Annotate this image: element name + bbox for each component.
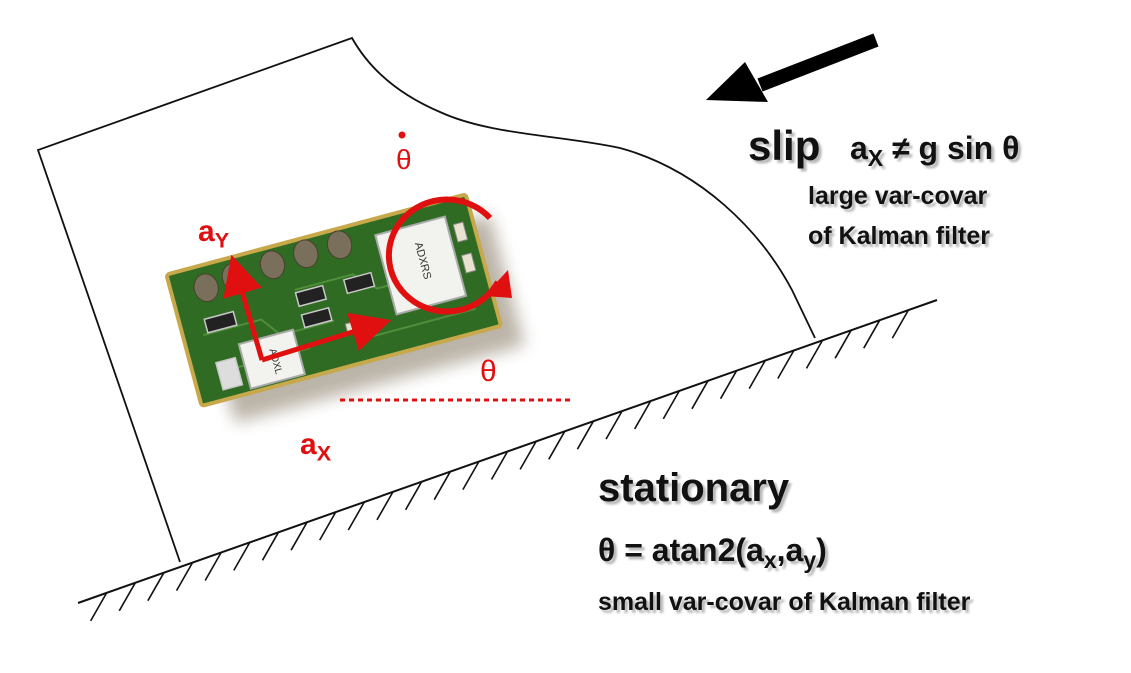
stationary-title: stationary	[598, 466, 790, 510]
slip-eq-sub: X	[867, 144, 884, 171]
hatch-mark	[519, 441, 537, 470]
slip-line1: large var-covar	[808, 182, 988, 210]
hatch-mark	[376, 491, 394, 521]
hatch-mark	[347, 501, 366, 531]
a-y-base: a	[198, 215, 215, 248]
a-x-sub: X	[316, 440, 332, 466]
hatch-mark	[175, 562, 194, 591]
a-y-sub: Y	[214, 227, 230, 253]
theta-dot-label: θ	[396, 144, 412, 175]
slip-direction-arrow-icon	[706, 33, 879, 102]
hatch-mark	[548, 430, 566, 460]
hatch-mark	[233, 542, 251, 571]
slope-hatching	[89, 309, 910, 622]
hatch-mark	[719, 370, 738, 400]
hatch-mark	[662, 390, 680, 420]
hatch-mark	[118, 582, 136, 612]
stationary-eq-sub1: x	[763, 546, 777, 573]
hatch-mark	[147, 572, 165, 602]
stationary-eq-pre: θ = atan2(a	[598, 532, 764, 568]
axis-arrows	[223, 254, 392, 363]
hatch-mark	[633, 400, 652, 430]
slip-eq-a: a	[850, 130, 868, 166]
hatch-mark	[490, 451, 509, 480]
block-outline	[36, 36, 816, 563]
a-x-base: a	[300, 428, 317, 461]
slip-eq-rest: ≠ g sin θ	[883, 130, 1020, 166]
hatch-mark	[805, 340, 824, 369]
stationary-eq-sub2: y	[803, 546, 817, 573]
hatch-mark	[834, 329, 852, 359]
a-y-label: aY	[198, 215, 230, 253]
rotation-arrow-icon	[385, 196, 512, 315]
hatch-mark	[290, 521, 308, 551]
slip-title: slip	[748, 122, 821, 169]
hatch-mark	[576, 420, 595, 450]
a-x-label: aX	[300, 428, 332, 466]
hatch-mark	[605, 410, 623, 440]
stationary-line1: small var-covar of Kalman filter	[598, 588, 971, 616]
hatch-mark	[89, 592, 108, 622]
hatch-mark	[863, 319, 881, 349]
hatch-mark	[891, 309, 910, 339]
stationary-eq-post: )	[816, 532, 827, 568]
hatch-mark	[691, 380, 709, 410]
hatch-mark	[404, 481, 423, 511]
slip-line2: of Kalman filter	[808, 222, 990, 250]
hatch-mark	[319, 511, 337, 541]
stationary-equation: θ = atan2(ax,ay)	[598, 532, 827, 571]
slip-equation: aX ≠ g sin θ	[850, 130, 1020, 169]
hatch-mark	[462, 461, 480, 490]
hatch-mark	[433, 471, 451, 501]
hatch-mark	[748, 360, 766, 389]
hatch-mark	[204, 552, 222, 581]
theta-angle-label: θ	[480, 355, 497, 388]
theta-dot-marker	[398, 131, 406, 139]
hatch-mark	[261, 531, 280, 561]
hatch-mark	[777, 350, 795, 379]
stationary-eq-mid: ,a	[776, 532, 804, 568]
